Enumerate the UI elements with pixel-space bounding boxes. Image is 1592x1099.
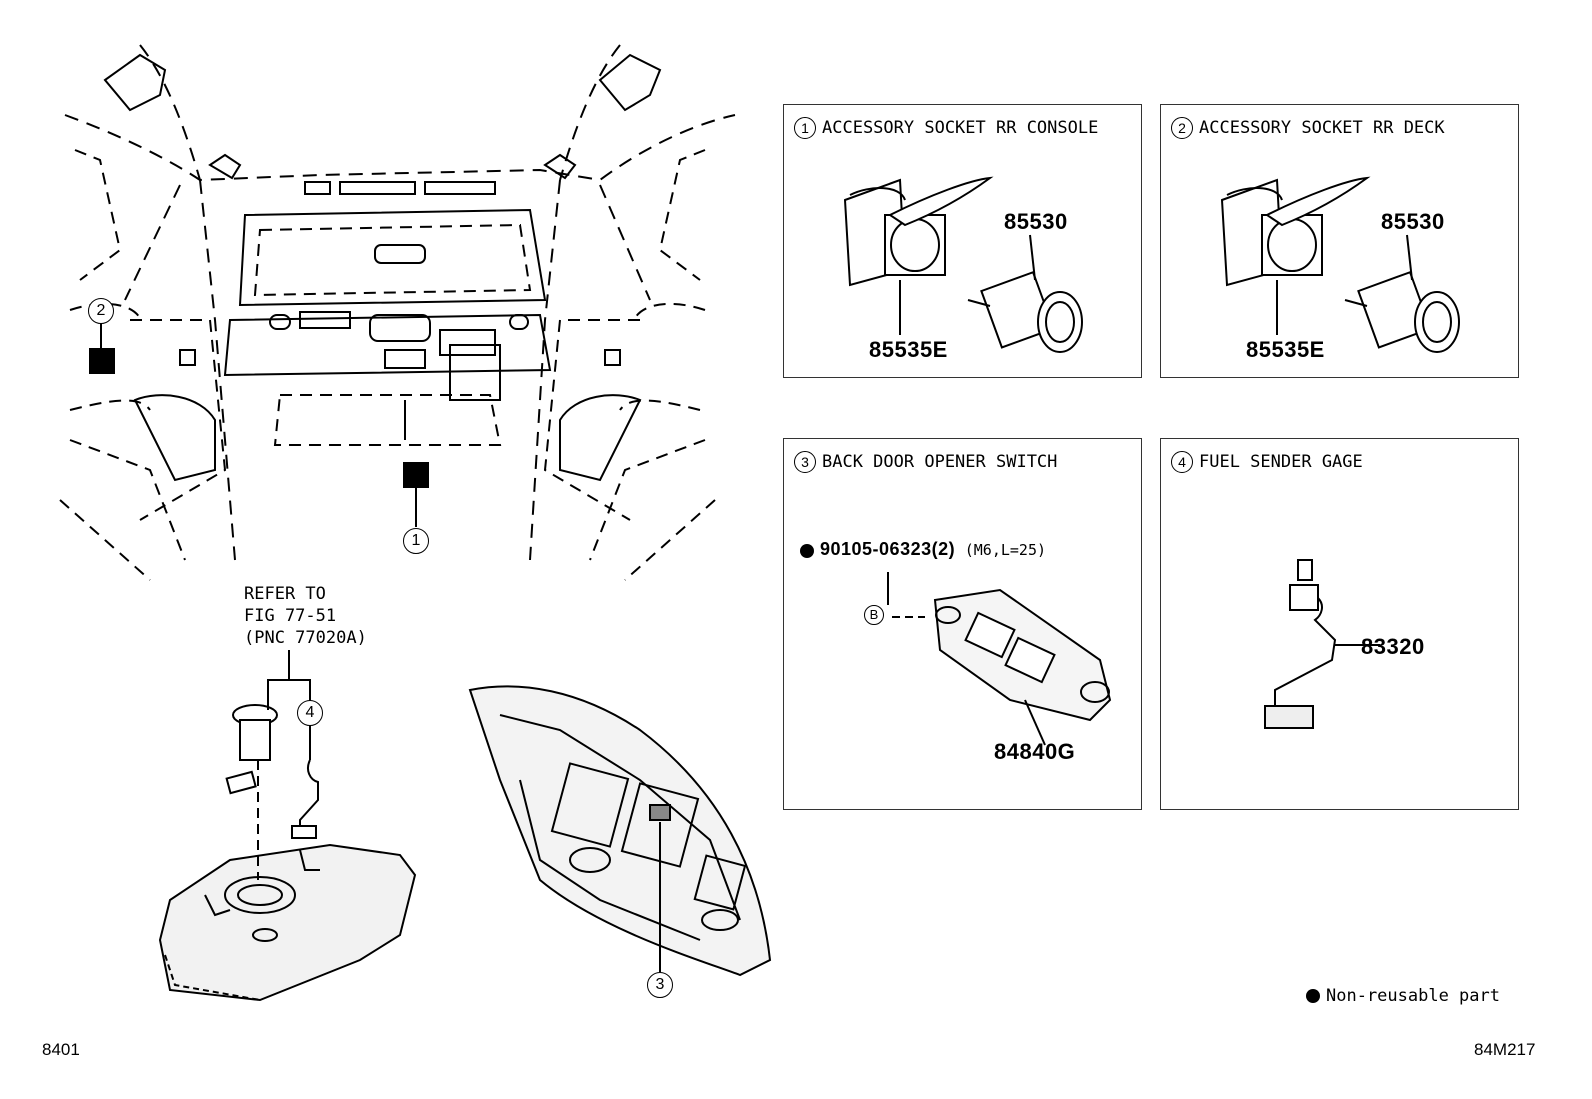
callout-2-interior: 2 — [88, 298, 114, 324]
bolt-part-number: 90105-06323(2) — [820, 539, 956, 559]
panel-accessory-socket-rr-deck: 2 ACCESSORY SOCKET RR DECK 85530 85535E — [1160, 104, 1519, 378]
panel-accessory-socket-rr-console: 1 ACCESSORY SOCKET RR CONSOLE 85530 85535… — [783, 104, 1142, 378]
non-reusable-dot-icon — [1306, 989, 1320, 1003]
callout-1-interior: 1 — [403, 528, 429, 554]
legend-text: Non-reusable part — [1326, 986, 1500, 1006]
fuel-tank-illustration — [158, 650, 417, 1002]
panel3-switch-illustration — [887, 572, 1112, 746]
part-number-85535e: 85535E — [1246, 337, 1325, 362]
panel-title: 2 ACCESSORY SOCKET RR DECK — [1171, 117, 1445, 139]
part-number-85530: 85530 — [1004, 209, 1068, 234]
part-number-84840g: 84840G — [994, 739, 1076, 764]
part-number-83320: 83320 — [1361, 634, 1425, 659]
part-number-85530: 85530 — [1381, 209, 1445, 234]
footer-left-code: 8401 — [42, 1040, 80, 1059]
panel-title-text: ACCESSORY SOCKET RR DECK — [1199, 118, 1445, 138]
panel-title-text: BACK DOOR OPENER SWITCH — [822, 452, 1058, 472]
panel2-socket-illustration — [1220, 176, 1460, 353]
callout-4-fuel: 4 — [297, 700, 323, 726]
panel1-socket-illustration — [843, 176, 1083, 353]
bolt-reference-badge: B — [864, 605, 884, 625]
callout-leaders — [100, 322, 417, 527]
panel-title-text: FUEL SENDER GAGE — [1199, 452, 1363, 472]
callout-3-backdoor: 3 — [647, 972, 673, 998]
part-number-85535e: 85535E — [869, 337, 948, 362]
refer-note-line3: (PNC 77020A) — [244, 628, 367, 648]
footer-right-code: 84M217 — [1474, 1040, 1536, 1059]
panel-number-badge: 2 — [1171, 117, 1193, 139]
back-door-illustration — [468, 685, 772, 977]
panel4-gage-illustration — [1264, 559, 1380, 729]
panel-fuel-sender-gage: 4 FUEL SENDER GAGE 83320 — [1160, 438, 1519, 810]
panel-title-text: ACCESSORY SOCKET RR CONSOLE — [822, 118, 1099, 138]
panel-number-badge: 1 — [794, 117, 816, 139]
non-reusable-dot-icon — [800, 543, 814, 558]
bolt-callout: 90105-06323(2) (M6,L=25) — [800, 539, 1046, 560]
panel-title: 3 BACK DOOR OPENER SWITCH — [794, 451, 1057, 473]
panel-back-door-opener-switch: 3 BACK DOOR OPENER SWITCH 90105-06323(2) … — [783, 438, 1142, 810]
refer-note-line2: FIG 77-51 — [244, 606, 337, 626]
bolt-spec: (M6,L=25) — [964, 541, 1047, 559]
location-marker-2 — [89, 348, 115, 374]
panel-title: 1 ACCESSORY SOCKET RR CONSOLE — [794, 117, 1098, 139]
vehicle-interior-illustration — [59, 44, 736, 581]
panel-number-badge: 3 — [794, 451, 816, 473]
panel-number-badge: 4 — [1171, 451, 1193, 473]
location-marker-1 — [403, 462, 429, 488]
panel-title: 4 FUEL SENDER GAGE — [1171, 451, 1363, 473]
legend-non-reusable: Non-reusable part — [1306, 986, 1500, 1006]
refer-note-line1: REFER TO — [244, 584, 326, 604]
